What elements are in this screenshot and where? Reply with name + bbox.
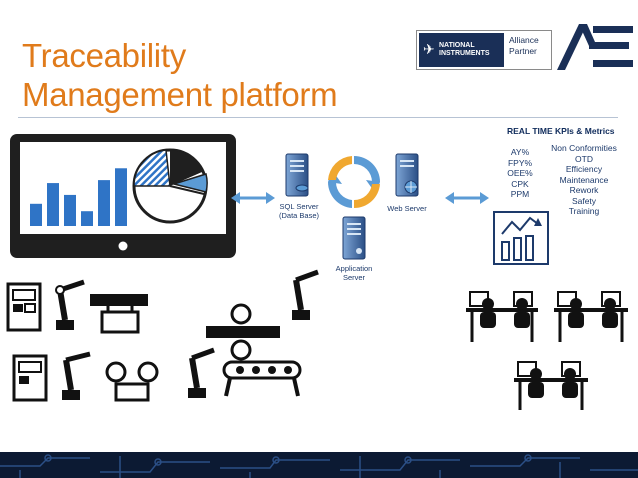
ae-logo-icon [557,24,633,70]
footer-band [0,452,638,478]
eagle-icon: ✈ [423,41,435,57]
kpi-item: AY% [510,147,530,157]
operator-workstation-icon [466,291,538,342]
robot-arm-icon [292,269,319,320]
metric-item: Efficiency [565,164,603,174]
sql-server-icon [285,153,309,197]
circuit-pattern [0,454,638,478]
dashboard-bar [64,194,76,226]
partner-text: Alliance Partner [509,35,549,57]
operator-workstation-icon [514,361,588,410]
dashboard-bar [47,183,59,226]
kpi-list-left: AY% FPY% OEE% CPK PPM [505,147,535,200]
kpi-list-right: Non Conformities OTD Efficiency Maintena… [545,143,623,217]
press-machine-icon [90,294,148,334]
robot-arm-icon [188,347,215,398]
dashboard-bar [98,180,110,226]
web-server-icon [395,153,419,197]
sql-server-label: SQL Server (Data Base) [272,202,326,220]
ni-brand-block: ✈ NATIONAL INSTRUMENTS [419,33,504,67]
application-server-label: Application Server [326,264,382,282]
ni-alliance-partner-logo: ✈ NATIONAL INSTRUMENTS Alliance Partner [416,30,552,70]
kpi-title: REAL TIME KPIs & Metrics [507,126,615,136]
robot-arm-icon [55,279,85,330]
operator-workstations-group [466,291,628,410]
ni-brand-line-2: INSTRUMENTS [439,50,490,57]
operator-workstation-icon [554,291,628,342]
application-server-label-line-2: Server [342,273,366,282]
robot-arm-icon [62,351,91,400]
factory-equipment-group [6,269,319,402]
kpi-item: FPY% [507,157,533,168]
double-arrow-icon [445,192,489,204]
dashboard-bar-chart [30,168,127,226]
control-cabinet-icon [12,354,48,402]
dashboard-bar [115,168,127,226]
dashboard-bar [30,203,42,226]
kpi-item: PPM [510,189,530,199]
title-line-1: Traceability [22,37,186,74]
dashboard-bar [81,211,93,226]
sync-cycle-icon [327,156,380,209]
partner-line-1: Alliance [509,35,539,45]
partner-line-2: Partner [509,46,537,56]
metric-item: Non Conformities [551,143,617,153]
kpi-item: CPK [511,178,529,189]
application-server-icon [342,216,366,260]
metric-item: Training [568,206,600,216]
web-server-label: Web Server [387,204,427,213]
metric-item: OTD [575,153,593,164]
double-arrow-icon [231,192,275,204]
monitor-dashboard-icon [10,134,236,258]
title-line-2: Management platform [22,76,338,113]
sql-server-label-line-2: (Data Base) [278,211,320,220]
control-cabinet-icon [6,282,42,332]
application-server-label-line-1: Application [335,264,373,273]
gauge-station-icon [105,361,159,402]
metric-item: Safety [571,195,597,206]
ni-brand-line-1: NATIONAL [439,42,475,49]
metric-item: Rework [569,185,599,195]
kpi-item: OEE% [507,168,533,178]
metric-item: Maintenance [559,174,609,185]
kpi-trend-chart-icon [493,211,549,265]
sql-server-label-line-1: SQL Server [279,202,319,211]
title-divider [18,117,618,118]
dashboard-pie-chart [132,148,208,224]
page-title: Traceability Management platform [22,36,338,114]
conveyor-press-icon [206,303,302,397]
